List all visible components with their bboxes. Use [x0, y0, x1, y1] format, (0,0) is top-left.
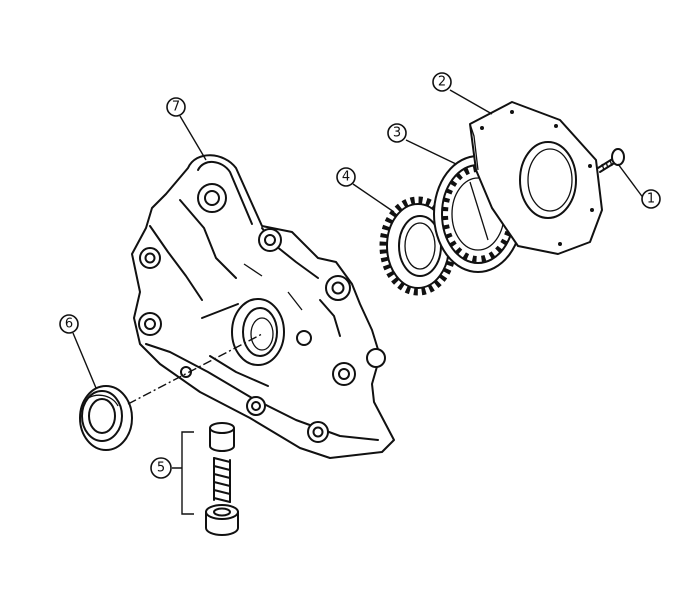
svg-text:6: 6 [65, 317, 73, 332]
screw [597, 148, 625, 173]
callout-3: 3 [387, 123, 407, 143]
leader-line-1 [617, 163, 645, 200]
callout-2: 2 [432, 72, 452, 92]
relief-valve-spring [213, 457, 231, 503]
callout-7: 7 [166, 97, 186, 117]
svg-text:2: 2 [438, 75, 446, 90]
oil-seal [79, 385, 133, 451]
oil-pump-body [131, 154, 395, 459]
leader-line-6 [72, 332, 97, 389]
leader-line-3 [405, 139, 457, 165]
svg-text:1: 1 [647, 192, 655, 207]
leader-line-4 [352, 183, 395, 213]
leader-line-7 [179, 115, 207, 161]
svg-text:4: 4 [342, 170, 350, 185]
pump-cover-plate [469, 101, 603, 255]
callout-4: 4 [336, 167, 356, 187]
callout-6: 6 [59, 314, 79, 334]
valve-group-bracket [172, 431, 194, 515]
callout-5: 5 [150, 457, 172, 479]
seal-alignment-line [127, 333, 263, 405]
svg-text:7: 7 [172, 100, 180, 115]
callout-1: 1 [641, 189, 661, 209]
leader-line-2 [449, 89, 493, 115]
relief-valve-assembly [205, 422, 239, 536]
svg-text:3: 3 [393, 126, 401, 141]
svg-text:5: 5 [157, 461, 165, 476]
